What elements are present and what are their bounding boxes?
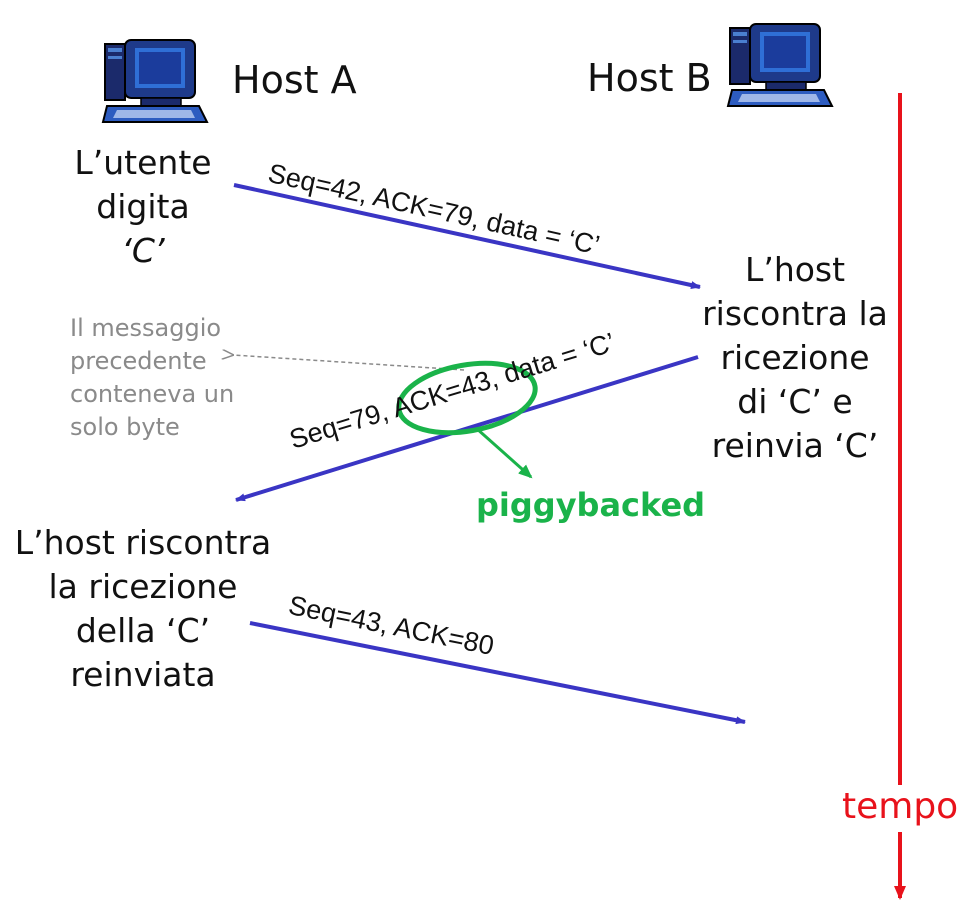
event-line: riscontra la: [702, 294, 888, 333]
event-line: della ‘C’: [75, 611, 211, 650]
host-a-label: Host A: [232, 58, 357, 102]
event-line: reinvia ‘C’: [711, 426, 879, 465]
event-line: ‘C’: [121, 231, 165, 270]
host-b-label: Host B: [587, 56, 712, 100]
piggyback-arrow: [475, 426, 533, 479]
event-line: digita: [96, 187, 190, 226]
host-a-event-1: L’utente digita ‘C’: [58, 141, 228, 273]
note-line: Il messaggio: [70, 314, 222, 342]
message-arrow-1: [233, 183, 701, 289]
message-arrow-3: [249, 621, 746, 725]
note-line: conteneva un: [70, 380, 235, 408]
event-line: reinviata: [70, 655, 216, 694]
host-b-event: L’host riscontra la ricezione di ‘C’ e r…: [690, 248, 900, 468]
computer-icon: [101, 39, 209, 123]
message-arrow-2: [235, 355, 699, 502]
piggyback-label: piggybacked: [476, 486, 706, 524]
event-line: L’host riscontra: [14, 523, 272, 562]
event-line: la ricezione: [48, 567, 238, 606]
note-pointer-arrow: [233, 355, 465, 371]
computer-icon: [726, 23, 834, 107]
byte-note: Il messaggio precedente conteneva un sol…: [70, 312, 234, 444]
event-line: ricezione: [720, 338, 870, 377]
note-line: solo byte: [70, 413, 180, 441]
piggyback-highlight: [396, 360, 538, 436]
note-line: precedente: [70, 347, 207, 375]
time-axis-label: tempo: [842, 786, 959, 827]
event-line: L’utente: [74, 143, 212, 182]
event-line: di ‘C’ e: [737, 382, 853, 421]
event-line: L’host: [744, 250, 846, 289]
host-a-event-2: L’host riscontra la ricezione della ‘C’ …: [2, 521, 284, 697]
